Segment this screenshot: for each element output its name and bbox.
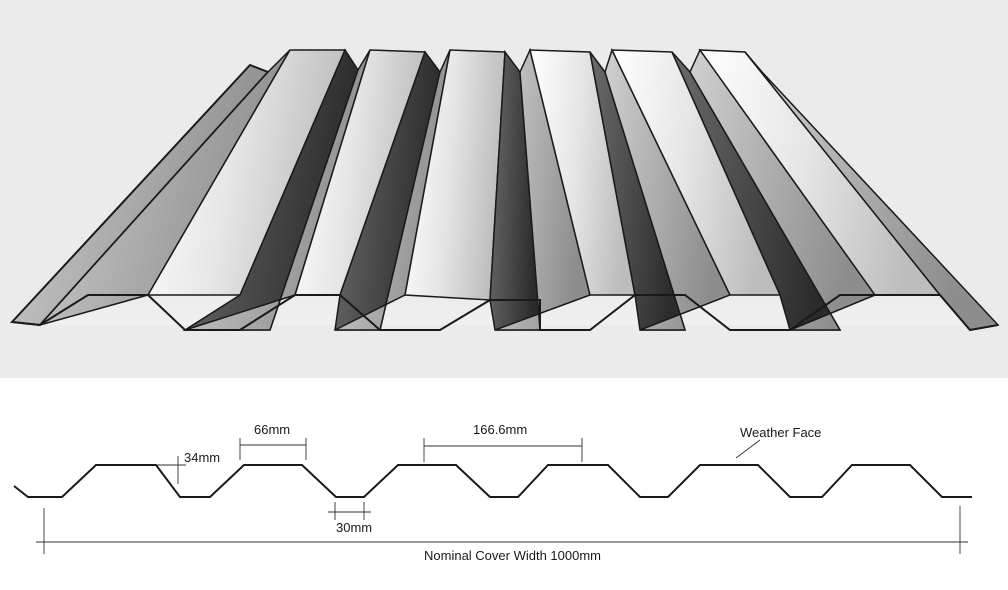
trough-width-dimension: 30mm <box>328 502 372 535</box>
sheet-rib-5 <box>604 47 842 331</box>
cover-width-label: Nominal Cover Width 1000mm <box>424 548 601 563</box>
sheet-rib-6 <box>689 48 1000 331</box>
trough-width-label: 30mm <box>336 520 372 535</box>
cover-width-dimension: Nominal Cover Width 1000mm <box>36 506 968 563</box>
crest-width-label: 66mm <box>254 422 290 437</box>
sheet-illustration <box>0 0 1008 378</box>
sheet-front-edge <box>11 294 999 332</box>
sheet-rib-1 <box>37 48 359 331</box>
rib-pitch-label: 166.6mm <box>473 422 527 437</box>
crest-width-dimension: 66mm <box>239 422 307 460</box>
sheet-cross-section <box>13 464 972 498</box>
rib-depth-label: 34mm <box>184 450 220 465</box>
weather-face-label: Weather Face <box>740 425 821 440</box>
rib-pitch-dimension: 166.6mm <box>423 422 583 462</box>
sheet-rib-4 <box>494 47 687 331</box>
sheet-rib-3 <box>334 49 541 331</box>
rib-depth-dimension: 34mm <box>156 450 220 484</box>
profile-diagram: 66mm 34mm 166.6mm 30mm Weather Face <box>0 378 1008 590</box>
weather-face-callout: Weather Face <box>735 425 821 459</box>
